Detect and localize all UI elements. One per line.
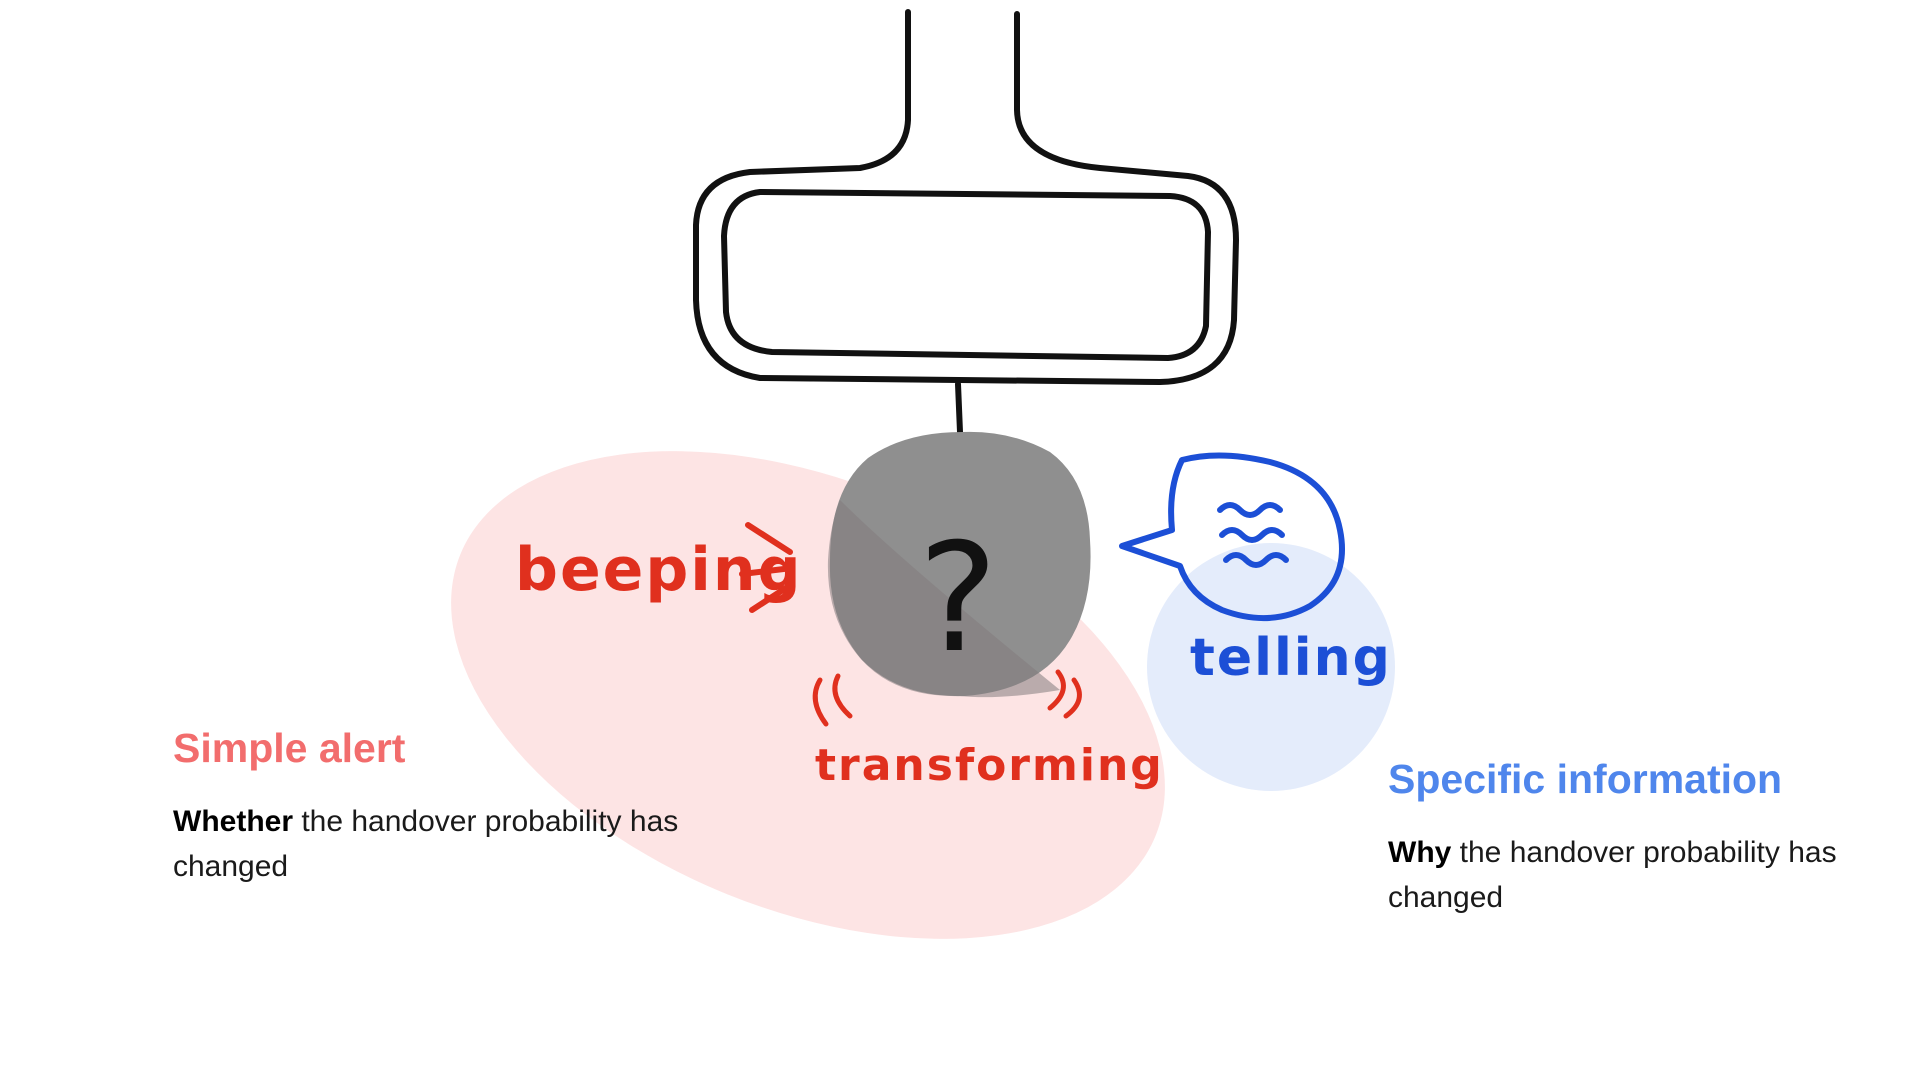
transforming-label: transforming <box>815 740 1164 791</box>
question-mark: ? <box>918 512 998 686</box>
specific-information-emphasis: Why <box>1388 836 1452 870</box>
simple-alert-text: the handover probability has changed <box>173 805 679 884</box>
simple-alert-description: Whether the handover probability has cha… <box>173 799 693 889</box>
simple-alert-region <box>451 451 1165 939</box>
telling-label: telling <box>1190 628 1392 688</box>
beeping-sound-icon <box>739 522 795 613</box>
device-icon: ? <box>827 431 1091 698</box>
simple-alert-caption: Simple alert Whether the handover probab… <box>173 725 693 889</box>
specific-information-title: Specific information <box>1388 756 1783 802</box>
specific-information-description: Why the handover probability has changed <box>1388 830 1908 920</box>
simple-alert-title: Simple alert <box>173 725 406 771</box>
simple-alert-emphasis: Whether <box>173 805 293 839</box>
steering-wheel-icon <box>693 9 1239 435</box>
specific-information-text: the handover probability has changed <box>1388 836 1837 915</box>
speech-bubble-icon <box>1119 452 1345 621</box>
specific-information-caption: Specific information Why the handover pr… <box>1388 756 1908 920</box>
vibration-icon <box>812 669 1082 727</box>
